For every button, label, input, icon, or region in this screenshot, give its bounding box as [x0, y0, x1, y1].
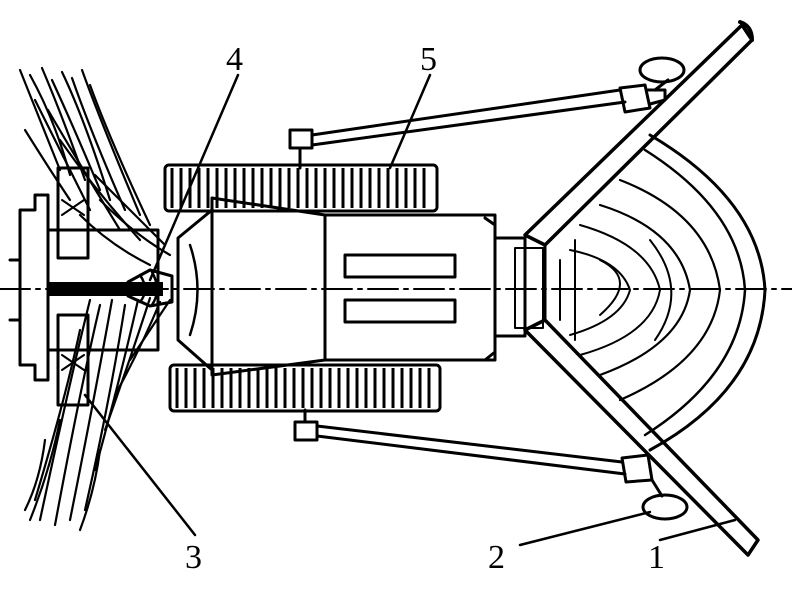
callout-1: 1 — [648, 539, 665, 576]
callout-2: 2 — [488, 539, 505, 576]
callout-3: 3 — [185, 539, 202, 576]
soil-mass-upper — [18, 66, 172, 267]
leader-line-5 — [388, 73, 432, 170]
callout-5: 5 — [420, 41, 437, 78]
soil-mass-lower — [23, 296, 172, 532]
lower-strut — [293, 408, 654, 484]
lower-handwheel — [641, 478, 689, 521]
leader-line-2 — [518, 510, 652, 547]
dish-reflector — [523, 20, 767, 557]
leader-line-4 — [148, 73, 240, 282]
leader-line-1 — [658, 518, 737, 542]
leader-line-3 — [83, 393, 197, 537]
main-body — [210, 196, 544, 377]
callout-4: 4 — [226, 41, 243, 78]
upper-track — [163, 163, 439, 213]
upper-handwheel — [638, 56, 686, 92]
